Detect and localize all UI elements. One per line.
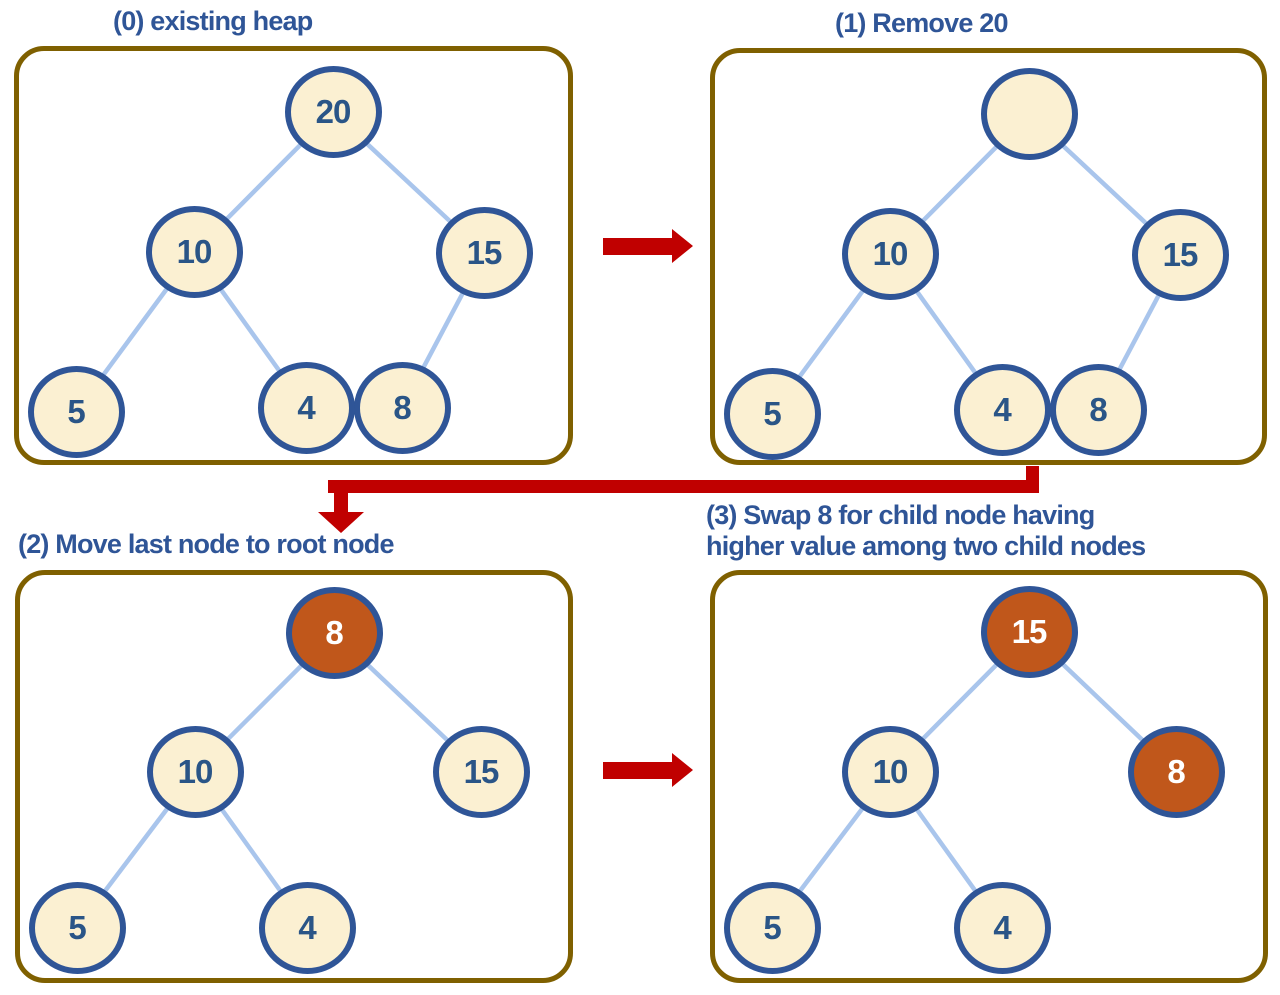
node-label: 10 bbox=[872, 753, 909, 790]
node-label: 8 bbox=[325, 614, 343, 651]
tree-node: 10 bbox=[841, 208, 939, 300]
node-label: 10 bbox=[872, 235, 909, 272]
tree-node: 5 bbox=[27, 366, 125, 458]
node-label: 10 bbox=[176, 233, 213, 270]
node-label: 5 bbox=[67, 393, 85, 430]
node-label: 5 bbox=[763, 909, 781, 946]
tree-node-highlighted: 8 bbox=[285, 587, 383, 679]
node-label: 15 bbox=[463, 753, 500, 790]
tree-node-highlighted: 15 bbox=[980, 586, 1078, 678]
arrow-step2-to-step3 bbox=[603, 753, 693, 787]
tree-node: 4 bbox=[953, 364, 1051, 456]
panel-title-3: (3) Swap 8 for child node having higher … bbox=[706, 500, 1146, 561]
panel-box-1 bbox=[710, 48, 1267, 465]
tree-node: 15 bbox=[432, 726, 530, 818]
node-label: 8 bbox=[1089, 391, 1107, 428]
panel-title-2: (2) Move last node to root node bbox=[18, 529, 395, 559]
tree-node: 4 bbox=[258, 882, 356, 974]
node-label: 4 bbox=[993, 391, 1011, 428]
node-label: 15 bbox=[1011, 613, 1048, 650]
node-label: 15 bbox=[466, 234, 503, 271]
node-label: 5 bbox=[68, 909, 86, 946]
tree-node: 10 bbox=[145, 206, 243, 298]
tree-node: 8 bbox=[353, 362, 451, 454]
node-label: 4 bbox=[993, 909, 1011, 946]
node-label: 10 bbox=[177, 753, 214, 790]
node-label: 4 bbox=[298, 909, 316, 946]
node-label: 4 bbox=[297, 389, 315, 426]
tree-node: 5 bbox=[723, 368, 821, 460]
tree-node: 4 bbox=[953, 882, 1051, 974]
node-label: 8 bbox=[393, 389, 411, 426]
tree-node: 5 bbox=[723, 882, 821, 974]
tree-node: 10 bbox=[146, 726, 244, 818]
node-label: 8 bbox=[1167, 753, 1185, 790]
arrow-step1-to-step2 bbox=[318, 466, 1039, 533]
panel-box-3 bbox=[710, 570, 1268, 983]
panel-title-1: (1) Remove 20 bbox=[835, 8, 1008, 38]
arrow-step0-to-step1 bbox=[603, 229, 693, 263]
tree-node: 15 bbox=[1131, 209, 1229, 301]
tree-node bbox=[980, 68, 1078, 160]
tree-node: 15 bbox=[435, 207, 533, 299]
node-label: 5 bbox=[763, 395, 781, 432]
panel-box-0 bbox=[14, 46, 573, 465]
panel-title-0: (0) existing heap bbox=[113, 6, 313, 36]
tree-node: 10 bbox=[841, 726, 939, 818]
tree-node: 8 bbox=[1049, 364, 1147, 456]
tree-node: 5 bbox=[28, 882, 126, 974]
panel-box-2 bbox=[15, 570, 573, 983]
tree-node: 20 bbox=[284, 66, 382, 158]
node-label: 20 bbox=[315, 93, 352, 130]
tree-node-highlighted: 8 bbox=[1127, 726, 1225, 818]
node-label: 15 bbox=[1162, 236, 1199, 273]
tree-node: 4 bbox=[257, 362, 355, 454]
